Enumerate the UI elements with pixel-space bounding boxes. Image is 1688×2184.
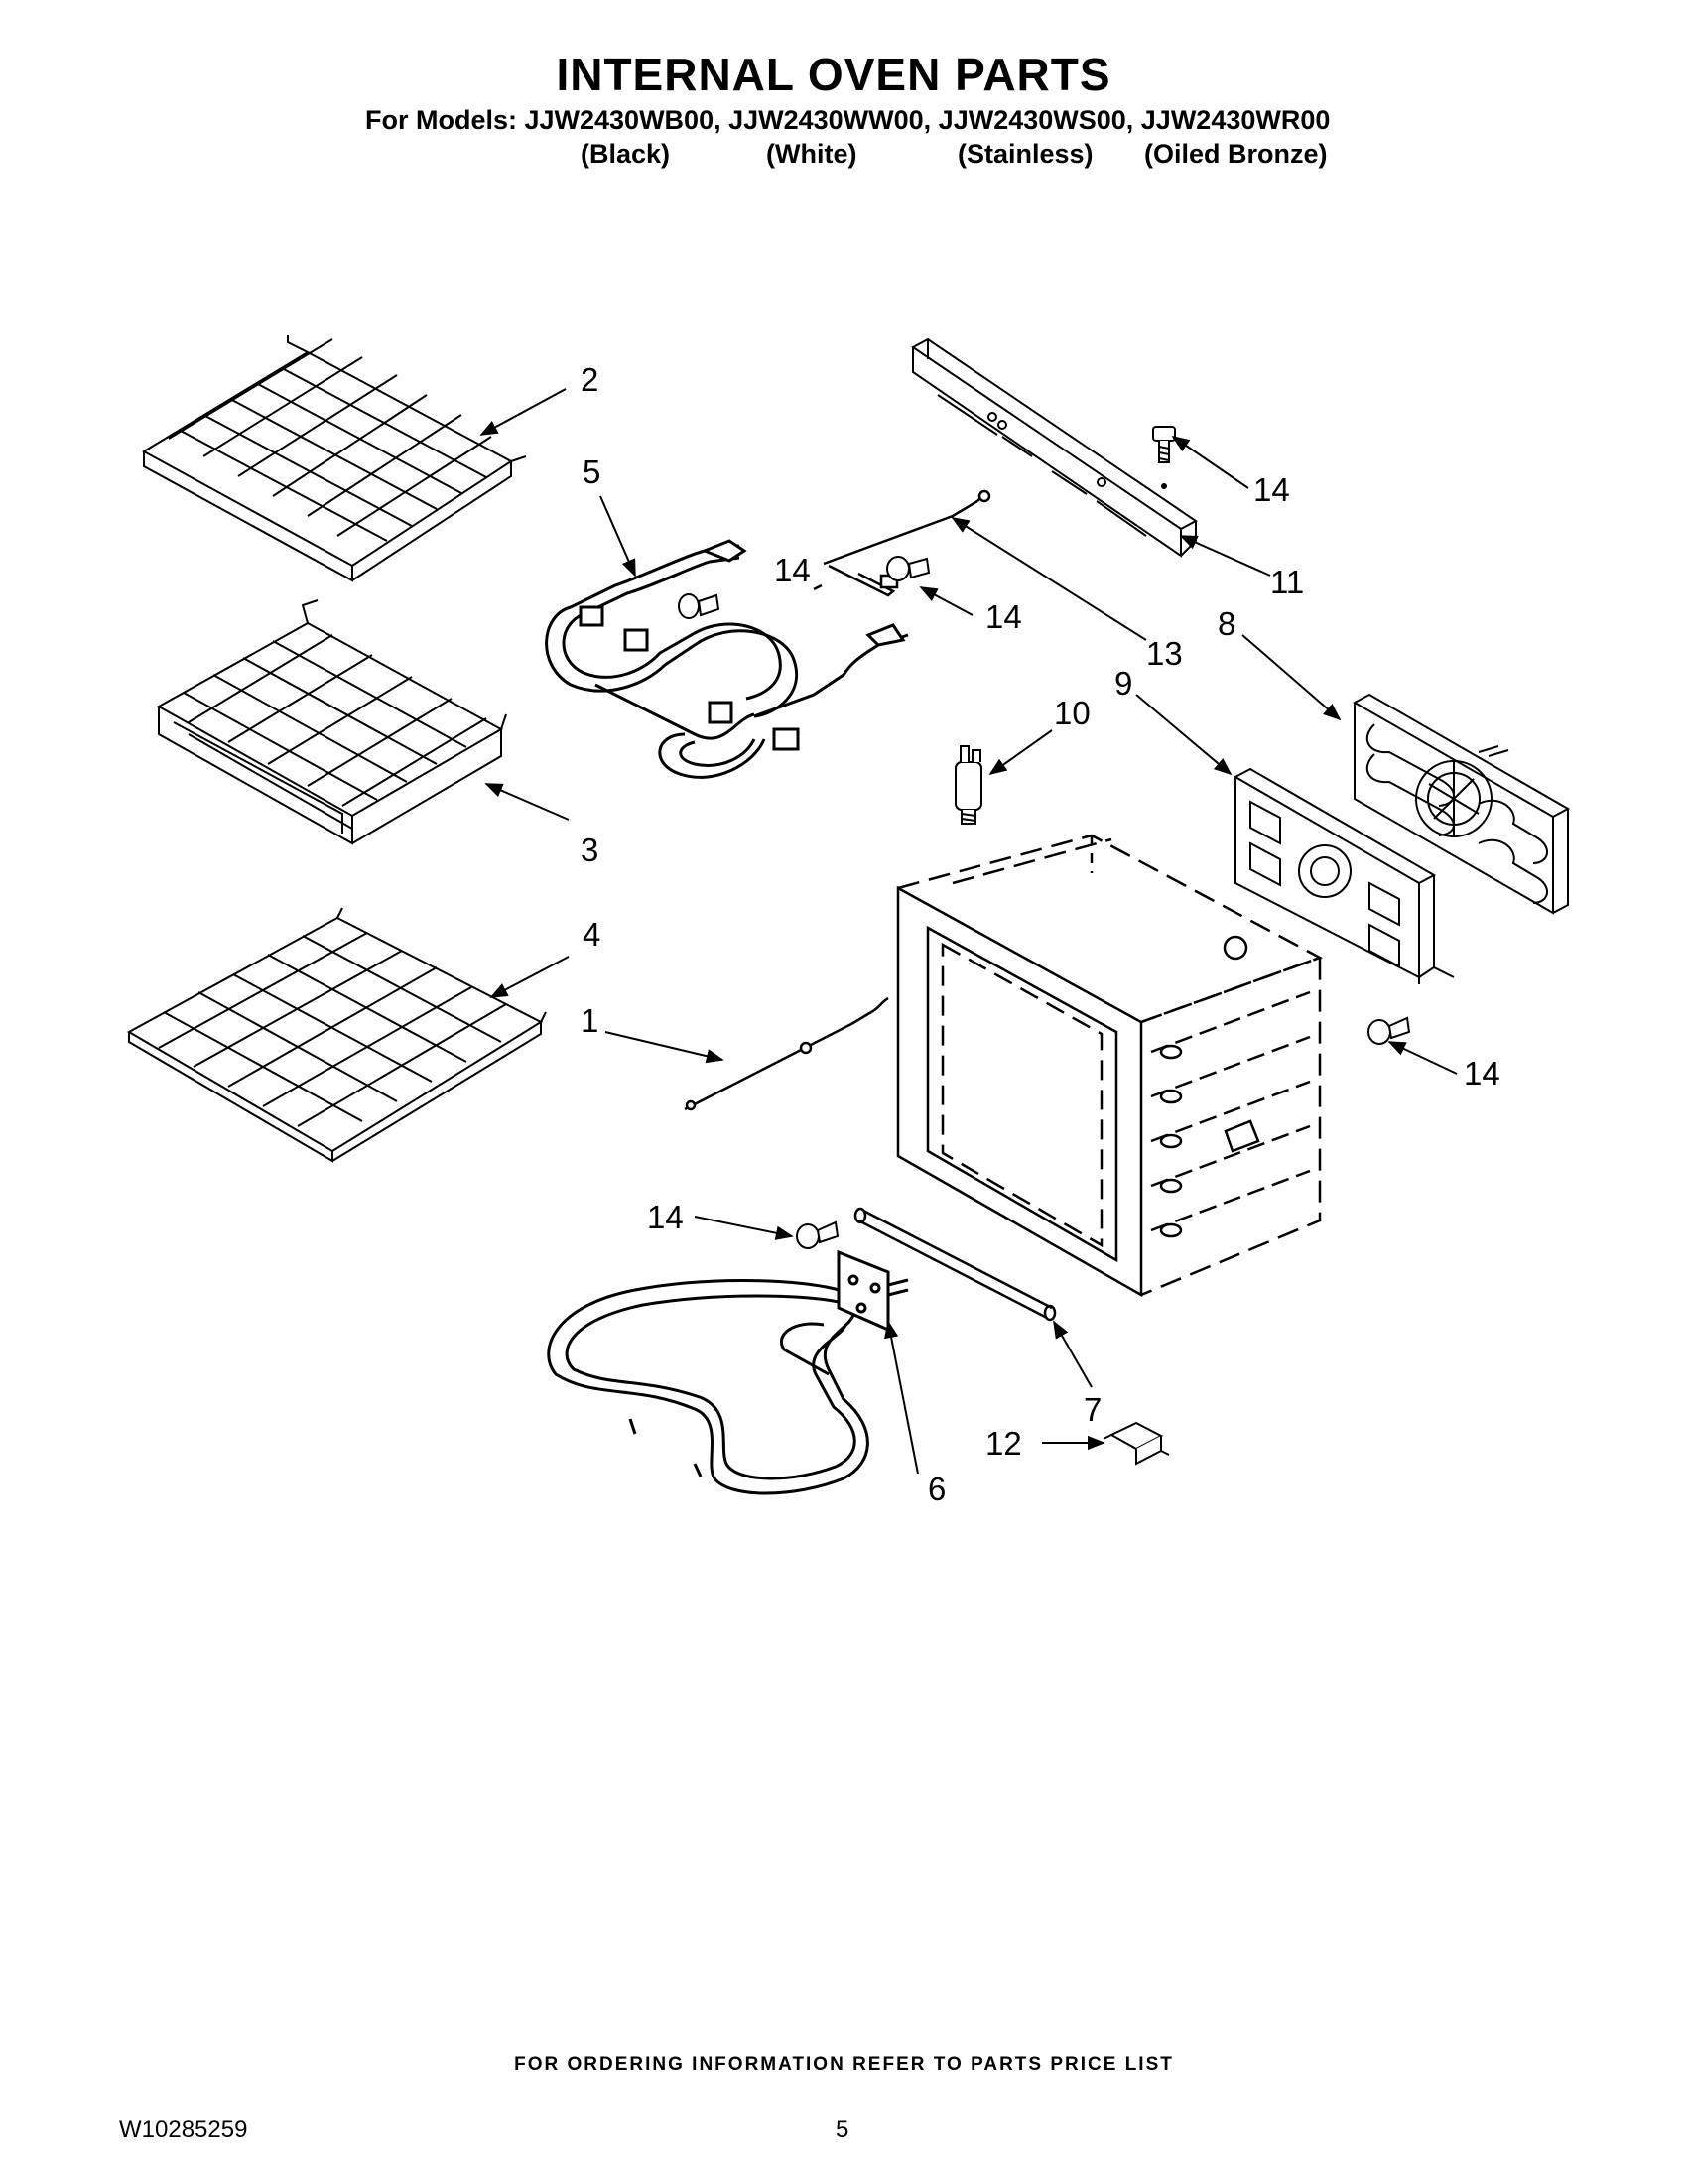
page-number: 5 [836,2117,849,2143]
finish-oiled-bronze: (Oiled Bronze) [1144,139,1328,169]
leader-9 [1135,694,1233,776]
leader-8 [1241,634,1342,721]
fan-cover-part-9 [1233,767,1455,984]
finish-stainless: (Stainless) [958,139,1094,169]
callout-5: 5 [583,453,600,490]
tube-part-7 [853,1207,1057,1322]
callout-11: 11 [1270,564,1304,600]
callout-14d: 14 [1464,1055,1500,1092]
rollout-rack-part-3 [156,599,507,845]
screw-14d [1367,1016,1411,1045]
oven-cavity [896,834,1324,1298]
callout-1: 1 [581,1002,598,1039]
callout-13: 13 [1146,635,1183,672]
leader-10 [988,729,1053,776]
leader-14a [1171,435,1249,489]
leader-4 [489,956,570,998]
leader-3 [484,783,570,821]
leader-14c [919,586,974,616]
leader-13 [951,517,1147,641]
leader-14e [694,1216,794,1240]
bake-element-part-5 [545,539,909,779]
callout-14e: 14 [647,1199,684,1235]
finish-white: (White) [766,139,857,169]
leader-7 [1053,1320,1093,1388]
models-line: For Models: JJW2430WB00, JJW2430WW00, JJ… [365,105,1331,135]
screw-14e [796,1220,840,1249]
thermal-fuse-part-10 [955,745,982,825]
callout-8: 8 [1218,605,1235,642]
finish-black: (Black) [581,139,671,169]
leader-1 [604,1031,724,1064]
leader-6 [884,1320,919,1475]
callout-14a: 14 [1253,471,1290,508]
oven-sensor-part-1 [684,996,889,1111]
oven-rack-part-2 [141,335,527,582]
convection-element-part-8 [1352,693,1571,915]
page-title: INTERNAL OVEN PARTS [556,49,1111,100]
leader-11 [1179,535,1271,577]
callout-2: 2 [581,361,598,398]
flat-rack-part-4 [126,907,547,1163]
callout-10: 10 [1054,695,1091,731]
leader-lines [479,388,1458,1475]
ordering-note: FOR ORDERING INFORMATION REFER TO PARTS … [514,2054,1174,2075]
callout-4: 4 [583,916,600,953]
callout-14b: 14 [774,552,811,588]
screw-14b [678,593,720,619]
callout-9: 9 [1114,665,1132,702]
top-bracket-part-11 [911,337,1198,558]
leader-2 [479,388,567,436]
screw-14a [1152,426,1176,489]
callout-14c: 14 [985,598,1022,635]
leader-5 [599,495,636,578]
callout-12: 12 [985,1425,1022,1462]
broil-element-part-6 [547,1249,909,1495]
callout-6: 6 [928,1471,946,1507]
clip-part-12 [1103,1421,1170,1466]
document-number: W10285259 [119,2117,248,2143]
callout-7: 7 [1084,1391,1102,1428]
leader-14d [1387,1041,1458,1075]
screw-14c [886,556,931,581]
callout-3: 3 [581,832,598,868]
